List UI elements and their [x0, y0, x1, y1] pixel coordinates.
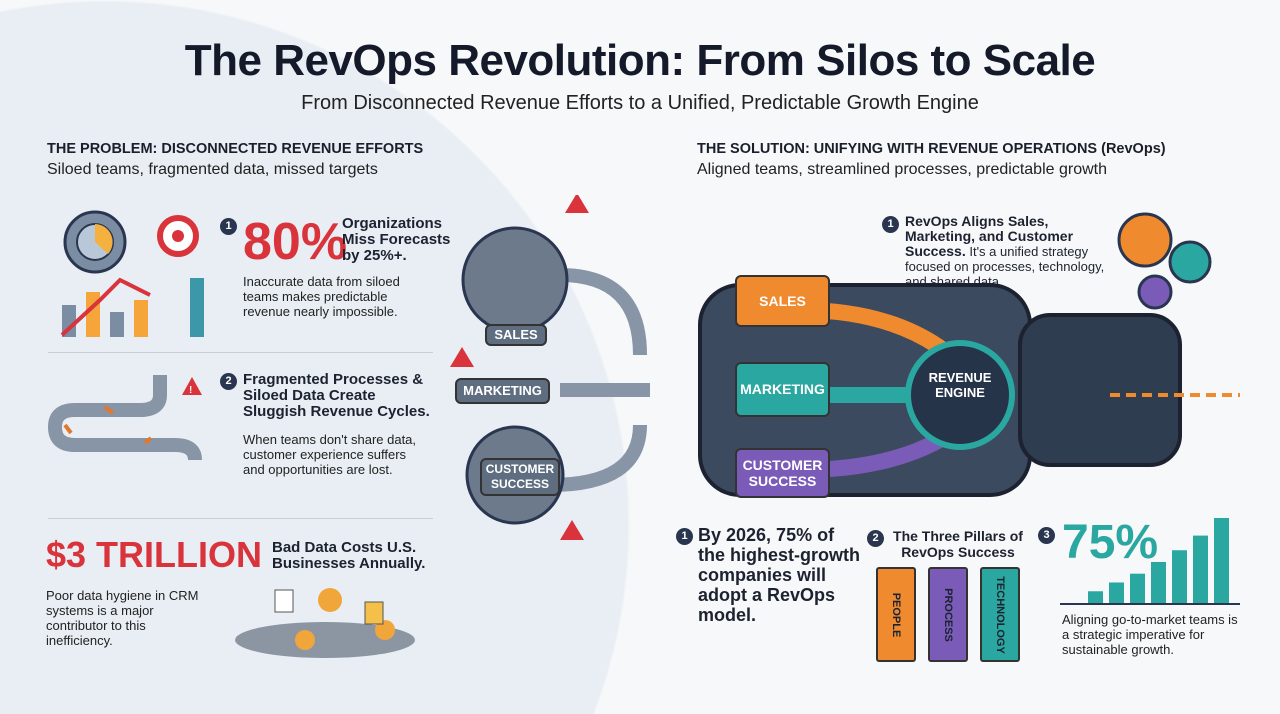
aligned-gears-icon — [1117, 212, 1212, 310]
growth-bar — [1214, 518, 1229, 603]
broken-pipes-illustration: ! — [47, 375, 202, 461]
engine-sales-label: SALES — [735, 275, 830, 327]
pillar-technology: TECHNOLOGY — [980, 567, 1020, 662]
problem-item2-number: 2 — [220, 373, 237, 390]
solution-stat1-text: By 2026, 75% of the highest-growth compa… — [698, 525, 860, 625]
solution-pillars-title: The Three Pillars of RevOps Success — [893, 528, 1023, 560]
problem-subheading: Siloed teams, fragmented data, missed ta… — [47, 161, 378, 178]
solution-stat3-text: Aligning go-to-market teams is a strateg… — [1062, 612, 1238, 657]
problem-item2-text: When teams don't share data, customer ex… — [243, 432, 417, 477]
growth-bar — [1151, 561, 1166, 603]
problem-item1-stat: 80% — [243, 213, 348, 271]
engine-customer-success-label: CUSTOMER SUCCESS — [735, 448, 830, 498]
problem-item3-text: Poor data hygiene in CRM systems is a ma… — [46, 588, 199, 648]
problem-item1-number: 1 — [220, 218, 237, 235]
growth-bar — [1172, 550, 1187, 603]
pillar-label: PEOPLE — [890, 592, 902, 637]
problem-item1-title: Organizations Miss Forecasts by 25%+. — [342, 215, 451, 264]
problem-heading: THE PROBLEM: DISCONNECTED REVENUE EFFORT… — [47, 141, 424, 157]
solution-align-title: RevOps Aligns Sales, Marketing, and Cust… — [905, 213, 1074, 259]
revenue-engine-label: REVENUE ENGINE — [928, 370, 992, 400]
pillars: PEOPLE PROCESS TECHNOLOGY — [876, 567, 1031, 662]
growth-bar — [1130, 573, 1145, 603]
silo-sales-label: SALES — [485, 324, 547, 346]
page-subtitle: From Disconnected Revenue Efforts to a U… — [301, 92, 979, 114]
solution-align-text: It's a unified strategy focused on proce… — [905, 244, 1105, 289]
silo-marketing-label: MARKETING — [455, 378, 550, 404]
pillar-people: PEOPLE — [876, 567, 916, 662]
problem-item3-title: Bad Data Costs U.S. Businesses Annually. — [272, 539, 426, 572]
growth-bar — [1193, 535, 1208, 603]
svg-text:!: ! — [189, 385, 192, 396]
money-pile-illustration — [235, 588, 415, 658]
siloed-gears-illustration — [450, 195, 650, 540]
page-title: The RevOps Revolution: From Silos to Sca… — [184, 36, 1096, 85]
forecast-miss-illustration — [60, 210, 204, 337]
solution-subheading: Aligned teams, streamlined processes, pr… — [697, 161, 1107, 178]
solution-stat3-value: 75% — [1062, 516, 1159, 569]
solution-heading: THE SOLUTION: UNIFYING WITH REVENUE OPER… — [697, 141, 1166, 157]
divider — [48, 352, 433, 353]
solution-stat3-number: 3 — [1038, 527, 1055, 544]
growth-bar — [1109, 582, 1124, 603]
problem-item2-title: Fragmented Processes & Siloed Data Creat… — [243, 371, 430, 420]
solution-pillars-number: 2 — [867, 530, 884, 547]
pillar-label: PROCESS — [942, 587, 954, 642]
growth-bar — [1088, 591, 1103, 603]
problem-item1-text: Inaccurate data from siloed teams makes … — [243, 274, 400, 319]
engine-marketing-label: MARKETING — [735, 362, 830, 417]
solution-align-number: 1 — [882, 216, 899, 233]
growth-bar-chart — [1060, 518, 1240, 605]
pillar-label: TECHNOLOGY — [994, 575, 1006, 654]
divider — [48, 518, 433, 519]
solution-align-block: RevOps Aligns Sales, Marketing, and Cust… — [905, 213, 1105, 290]
silo-customer-success-label: CUSTOMER SUCCESS — [480, 458, 560, 496]
problem-item3-stat: $3 TRILLION — [46, 534, 263, 575]
solution-stat1-number: 1 — [676, 528, 693, 545]
pillar-process: PROCESS — [928, 567, 968, 662]
